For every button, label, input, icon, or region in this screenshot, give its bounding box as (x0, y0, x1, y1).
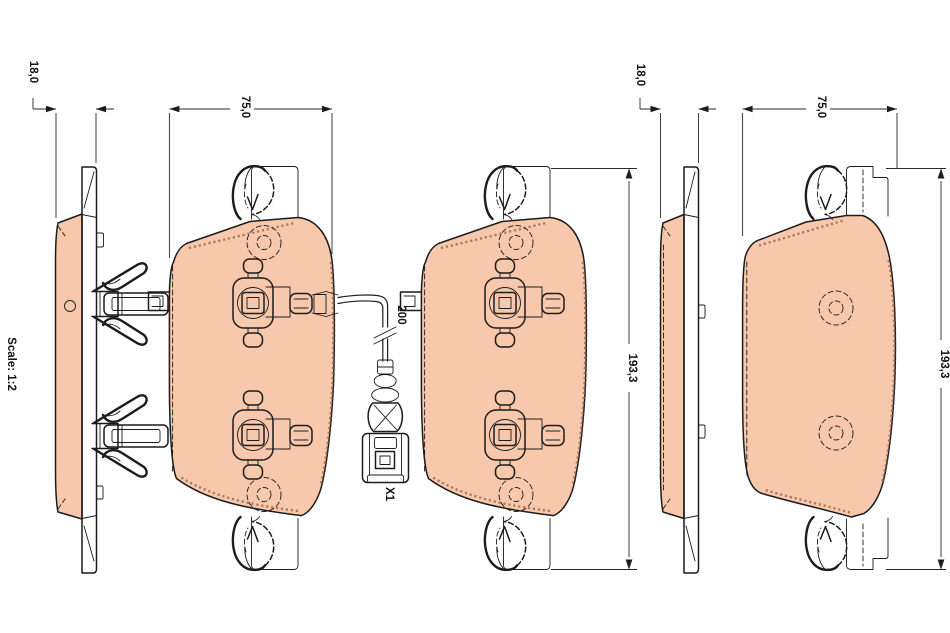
front-view-outer (741, 164, 897, 572)
wear-sensor-wire: 200 X1 (311, 291, 410, 502)
retaining-clip (90, 394, 170, 478)
dim-193-inner-label: 193,3 (626, 354, 638, 383)
dim-18-left-label: 18,0 (27, 61, 39, 83)
side-view-right (659, 166, 706, 574)
dim-18-right-label: 18,0 (634, 64, 646, 86)
retaining-clip (90, 262, 170, 346)
dimension-length-outer: 193,3 (886, 168, 950, 570)
front-view-with-sensor: 200 X1 (149, 166, 410, 570)
side-view-left (54, 166, 170, 574)
sensor-grommet (367, 374, 404, 433)
dimension-thickness-right: 18,0 (634, 64, 716, 218)
wire-break-symbol (373, 326, 397, 345)
dim-75-inner-label: 75,0 (239, 96, 251, 118)
front-view-plain (401, 166, 587, 570)
backing-plate-right (683, 166, 700, 574)
connector-label: X1 (383, 487, 395, 502)
scale-label: Scale: 1:2 (5, 337, 17, 391)
dimension-thickness-left: 18,0 (27, 61, 114, 218)
sensor-hole (64, 300, 76, 312)
backing-plate-left (81, 166, 98, 574)
dim-193-outer-label: 193,3 (938, 350, 950, 379)
dimension-width-outer: 75,0 (742, 96, 898, 236)
dimension-width-inner: 75,0 (168, 96, 333, 258)
dim-75-outer-label: 75,0 (815, 96, 827, 118)
sensor-connector (361, 432, 410, 484)
dimension-length-inner: 193,3 (551, 168, 638, 570)
